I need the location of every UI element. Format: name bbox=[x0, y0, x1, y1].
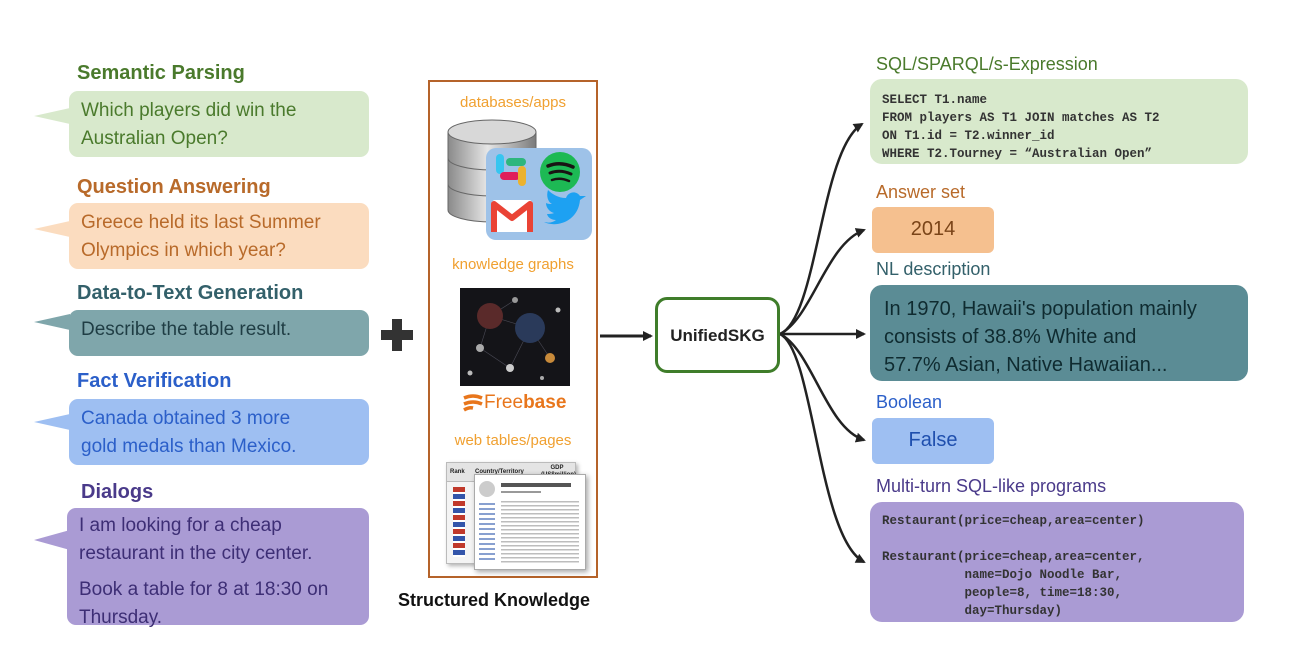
nl-line: In 1970, Hawaii's population mainly bbox=[884, 298, 1197, 320]
answer-set-box: 2014 bbox=[872, 207, 994, 253]
sql-output-box: SELECT T1.name FROM players AS T1 JOIN m… bbox=[870, 79, 1248, 164]
knowledge-graphs-label: knowledge graphs bbox=[452, 256, 574, 273]
task-title-semantic-parsing: Semantic Parsing bbox=[77, 62, 245, 84]
fact-verification-bubble: Canada obtained 3 more gold medals than … bbox=[69, 399, 369, 465]
knowledge-graph-image bbox=[460, 288, 570, 386]
arrow-to-sql bbox=[779, 122, 864, 336]
multiturn-box: Restaurant(price=cheap,area=center) Rest… bbox=[870, 502, 1244, 622]
nl-description-box: In 1970, Hawaii's population mainly cons… bbox=[870, 285, 1248, 381]
task-title-question-answering: Question Answering bbox=[77, 176, 271, 198]
code-line: day=Thursday) bbox=[882, 604, 1063, 618]
databases-apps-icons bbox=[447, 119, 592, 240]
data-to-text-bubble: Describe the table result. bbox=[69, 310, 369, 356]
freebase-logo: Freebase bbox=[462, 392, 572, 418]
twitter-icon bbox=[544, 190, 586, 225]
multiturn-title: Multi-turn SQL-like programs bbox=[876, 476, 1107, 496]
sql-output-title: SQL/SPARQL/s-Expression bbox=[876, 54, 1098, 74]
code-line: Restaurant(price=cheap,area=center) bbox=[882, 514, 1145, 528]
plus-icon bbox=[381, 319, 413, 351]
dialogs-bubble: I am looking for a cheap restaurant in t… bbox=[67, 508, 369, 628]
structured-knowledge-panel: databases/apps bbox=[428, 80, 598, 578]
bubble-tail bbox=[34, 108, 70, 124]
code-line: WHERE T2.Tourney = “Australian Open” bbox=[882, 147, 1153, 161]
model-name: UnifiedSKG bbox=[670, 326, 765, 345]
nl-description-title: NL description bbox=[876, 259, 991, 279]
table-header-country: Country/Territory bbox=[475, 469, 524, 475]
bubble-line: I am looking for a cheap bbox=[79, 515, 282, 536]
arrow-to-boolean bbox=[779, 332, 866, 443]
code-line: SELECT T1.name bbox=[882, 93, 988, 107]
boolean-box: False bbox=[872, 418, 994, 464]
bubble-tail bbox=[34, 530, 70, 550]
bubble-line: Which players did win the bbox=[81, 100, 297, 121]
arrow-to-multiturn bbox=[779, 332, 866, 564]
task-title-fact-verification: Fact Verification bbox=[77, 370, 232, 392]
answer-set-title: Answer set bbox=[876, 182, 966, 202]
structured-knowledge-caption: Structured Knowledge bbox=[398, 590, 591, 610]
nl-line: 57.7% Asian, Native Hawaiian... bbox=[884, 354, 1168, 376]
bubble-line: Australian Open? bbox=[81, 128, 228, 149]
bubble-line: restaurant in the city center. bbox=[79, 543, 313, 564]
answer-value: 2014 bbox=[910, 218, 956, 240]
gmail-icon bbox=[491, 200, 533, 232]
table-header-rank: Rank bbox=[450, 469, 465, 475]
databases-label: databases/apps bbox=[460, 94, 566, 111]
bubble-line: gold medals than Mexico. bbox=[81, 436, 297, 457]
boolean-value: False bbox=[908, 429, 958, 451]
bubble-line: Book a table for 8 at 18:30 on bbox=[79, 579, 329, 600]
slack-icon bbox=[496, 154, 526, 186]
bubble-line: Thursday. bbox=[79, 607, 163, 628]
arrow-to-answer bbox=[779, 228, 866, 336]
bubble-line: Describe the table result. bbox=[81, 319, 292, 340]
code-line bbox=[882, 530, 1244, 548]
nl-line: consists of 38.8% White and bbox=[884, 326, 1137, 348]
code-line: ON T1.id = T2.winner_id bbox=[882, 129, 1055, 143]
unifiedskg-model-box: UnifiedSKG bbox=[655, 297, 780, 373]
boolean-title: Boolean bbox=[876, 392, 943, 412]
web-table-image: Rank Country/Territory GDP (US$million) bbox=[446, 462, 586, 572]
bubble-line: Greece held its last Summer bbox=[81, 212, 321, 233]
task-title-dialogs: Dialogs bbox=[81, 481, 154, 503]
freebase-prefix: Free bbox=[484, 392, 524, 413]
code-line: FROM players AS T1 JOIN matches AS T2 bbox=[882, 111, 1160, 125]
code-line: name=Dojo Noodle Bar, bbox=[882, 568, 1123, 582]
task-title-data-to-text: Data-to-Text Generation bbox=[77, 282, 304, 304]
code-line: people=8, time=18:30, bbox=[882, 586, 1123, 600]
code-line: Restaurant(price=cheap,area=center, bbox=[882, 550, 1145, 564]
spotify-icon bbox=[540, 152, 580, 192]
bubble-line: Canada obtained 3 more bbox=[81, 408, 291, 429]
semantic-parsing-bubble: Which players did win the Australian Ope… bbox=[69, 91, 369, 157]
bubble-line: Olympics in which year? bbox=[81, 240, 286, 261]
freebase-mark-icon bbox=[463, 394, 483, 412]
bubble-tail bbox=[34, 414, 70, 430]
bubble-tail bbox=[34, 221, 70, 237]
question-answering-bubble: Greece held its last Summer Olympics in … bbox=[69, 203, 369, 269]
bubble-tail bbox=[34, 314, 70, 330]
freebase-bold: base bbox=[523, 392, 567, 413]
web-tables-label: web tables/pages bbox=[454, 432, 572, 449]
